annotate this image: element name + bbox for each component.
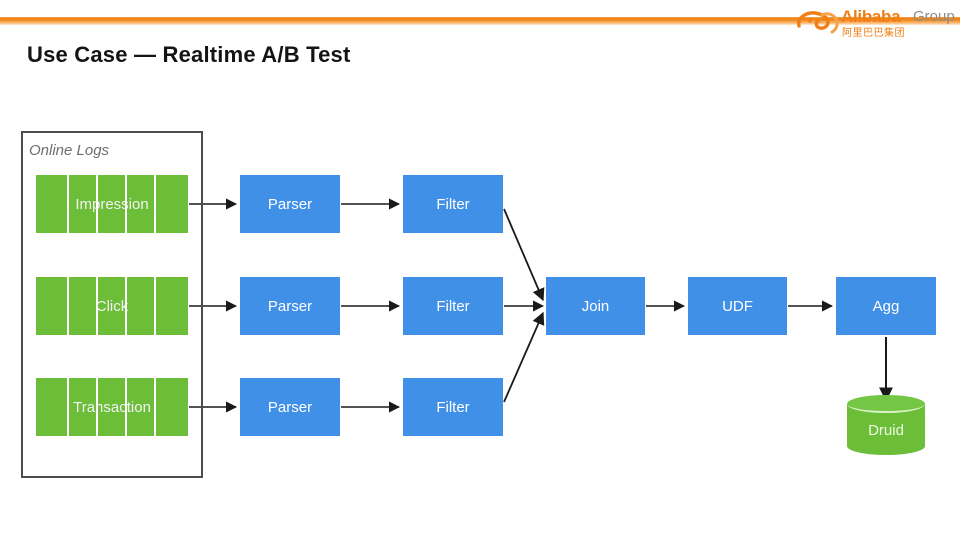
brand-suffix: Group xyxy=(913,8,955,25)
node-agg[interactable]: Agg xyxy=(836,277,936,335)
log-segment xyxy=(36,378,68,436)
log-segment xyxy=(36,175,68,233)
log-segment xyxy=(155,175,188,233)
brand-name: Alibaba xyxy=(841,7,901,26)
node-filter-transaction[interactable]: Filter xyxy=(403,378,503,436)
log-segment xyxy=(98,277,125,335)
online-logs-group xyxy=(21,131,203,478)
log-segment xyxy=(36,277,68,335)
log-segment xyxy=(155,378,188,436)
log-segment xyxy=(155,277,188,335)
alibaba-swoosh-icon xyxy=(797,11,839,34)
log-segment xyxy=(126,175,154,233)
cylinder-top xyxy=(847,395,925,413)
log-segment xyxy=(126,277,154,335)
node-join[interactable]: Join xyxy=(546,277,645,335)
log-segment xyxy=(69,175,97,233)
log-source-transaction[interactable]: Transaction xyxy=(36,378,188,436)
arrow-filter3-to-join xyxy=(503,311,545,403)
log-source-click[interactable]: Click xyxy=(36,277,188,335)
page-title: Use Case — Realtime A/B Test xyxy=(27,42,351,67)
log-segment xyxy=(98,175,125,233)
node-parser-impression[interactable]: Parser xyxy=(240,175,340,233)
node-parser-transaction[interactable]: Parser xyxy=(240,378,340,436)
log-segment xyxy=(126,378,154,436)
node-parser-click[interactable]: Parser xyxy=(240,277,340,335)
online-logs-caption: Online Logs xyxy=(29,142,110,159)
alibaba-group-logo: Alibaba Group 阿里巴巴集团 xyxy=(795,4,957,39)
node-filter-impression[interactable]: Filter xyxy=(403,175,503,233)
druid-label: Druid xyxy=(868,421,904,439)
log-segment xyxy=(69,277,97,335)
node-druid-datastore[interactable]: Druid xyxy=(847,395,925,455)
node-udf[interactable]: UDF xyxy=(688,277,787,335)
node-filter-click[interactable]: Filter xyxy=(403,277,503,335)
log-segment xyxy=(69,378,97,436)
arrow-filter1-to-join xyxy=(503,208,545,302)
brand-name-chinese: 阿里巴巴集团 xyxy=(842,28,905,39)
log-source-impression[interactable]: Impression xyxy=(36,175,188,233)
top-accent-rule xyxy=(0,16,960,25)
log-segment xyxy=(98,378,125,436)
